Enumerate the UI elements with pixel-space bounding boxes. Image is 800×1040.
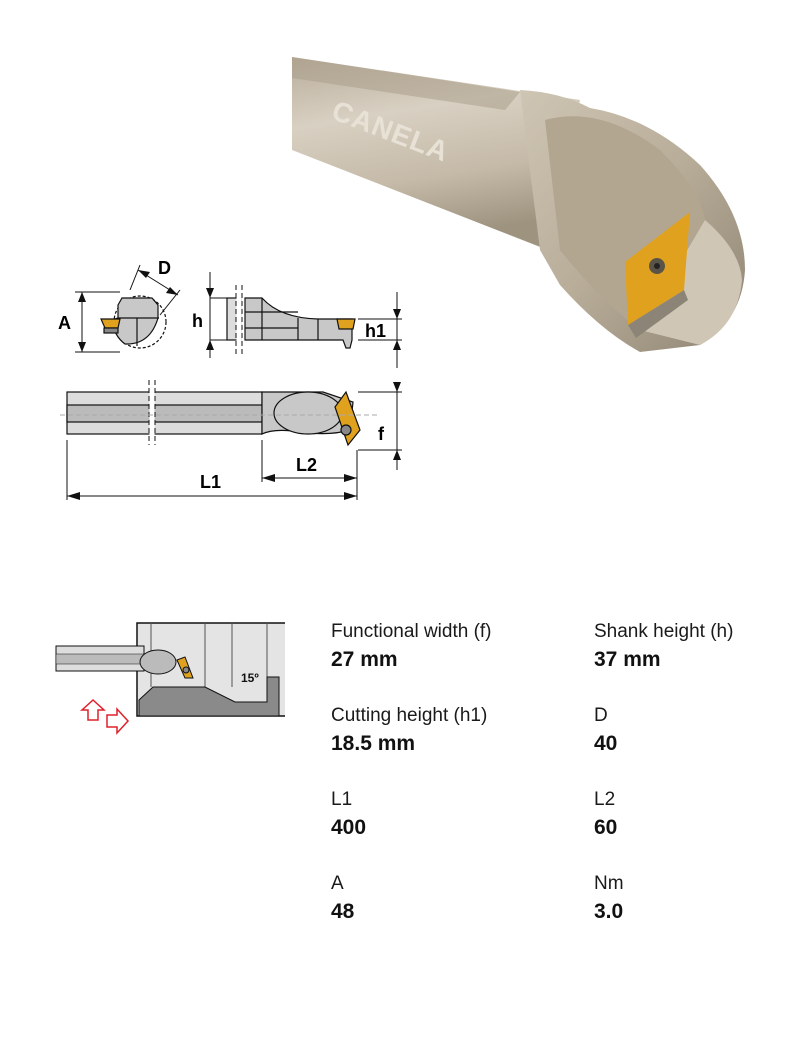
spec-value: 18.5 mm bbox=[331, 732, 416, 755]
spec-value: 48 bbox=[331, 900, 355, 923]
spec-label: L2 bbox=[594, 789, 616, 810]
spec-l2: L2 60 bbox=[594, 789, 617, 841]
spec-label: Nm bbox=[594, 873, 624, 894]
dimension-drawing: A D h h1 f L2 L1 bbox=[58, 258, 402, 500]
spec-label: L1 bbox=[331, 789, 353, 810]
dim-label-h: h bbox=[192, 311, 203, 331]
spec-label: D bbox=[594, 705, 608, 726]
spec-shank-height: Shank height (h) 37 mm bbox=[594, 621, 733, 673]
spec-value: 3.0 bbox=[594, 900, 624, 923]
dim-label-f: f bbox=[378, 424, 385, 444]
spec-value: 40 bbox=[594, 732, 618, 755]
spec-value: 27 mm bbox=[331, 648, 398, 671]
spec-label: A bbox=[331, 873, 344, 894]
spec-cutting-height: Cutting height (h1) 18.5 mm bbox=[331, 705, 487, 757]
product-photo: CANELA bbox=[292, 57, 745, 352]
spec-value: 37 mm bbox=[594, 648, 661, 671]
spec-value: 400 bbox=[331, 816, 367, 839]
radial-feed-arrow-icon bbox=[80, 698, 106, 721]
spec-l1: L1 400 bbox=[331, 789, 366, 841]
spec-label: Functional width (f) bbox=[331, 621, 492, 642]
spec-nm: Nm 3.0 bbox=[594, 873, 624, 925]
spec-value: 60 bbox=[594, 816, 618, 839]
dim-label-h1: h1 bbox=[365, 321, 386, 341]
axial-feed-arrow-icon bbox=[106, 707, 130, 735]
spec-label: Shank height (h) bbox=[594, 621, 734, 642]
spec-label: Cutting height (h1) bbox=[331, 705, 488, 726]
spec-functional-width: Functional width (f) 27 mm bbox=[331, 621, 492, 673]
dim-label-a: A bbox=[58, 313, 71, 333]
spec-a: A 48 bbox=[331, 873, 354, 925]
operation-diagram: 15º bbox=[55, 622, 285, 735]
dim-label-l1: L1 bbox=[200, 472, 221, 492]
spec-d: D 40 bbox=[594, 705, 617, 757]
dim-label-d: D bbox=[158, 258, 171, 278]
dim-label-l2: L2 bbox=[296, 455, 317, 475]
angle-label: 15º bbox=[241, 671, 259, 685]
